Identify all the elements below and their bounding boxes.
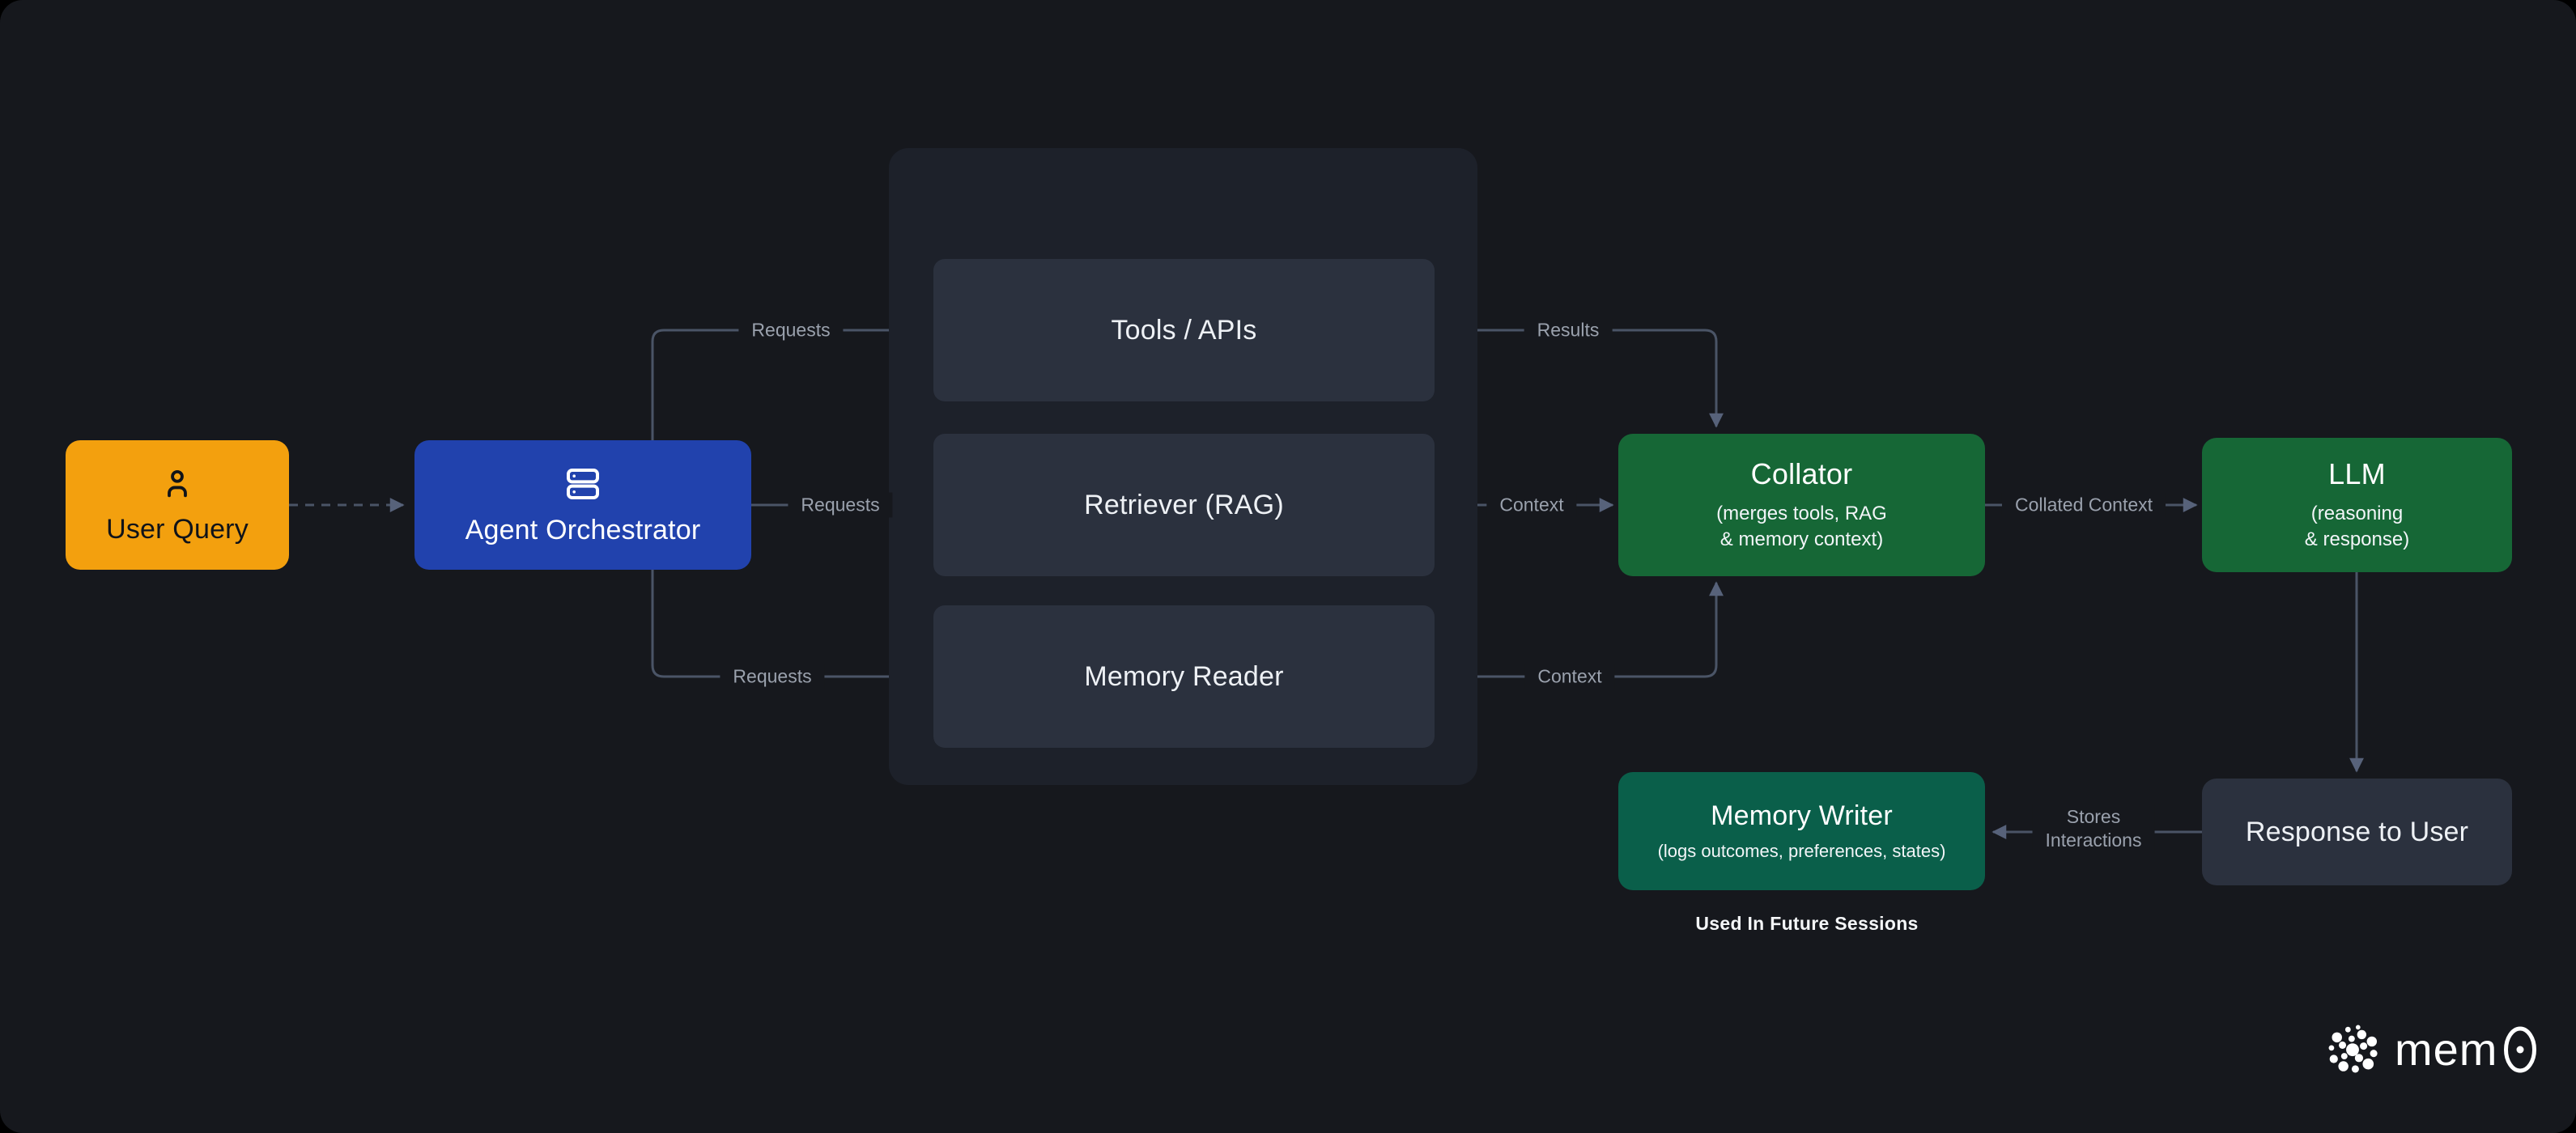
node-label: Tools / APIs (1111, 314, 1257, 346)
node-llm: LLM (reasoning & response) (2202, 438, 2512, 572)
node-label: Memory Writer (1711, 800, 1893, 831)
future-sessions-note: Used In Future Sessions (1695, 913, 1919, 934)
edge-orchestrator-tools (651, 323, 929, 440)
edge-label-results: Results (1524, 317, 1613, 343)
node-agent-orchestrator: Agent Orchestrator (414, 440, 751, 570)
node-user-query: User Query (66, 440, 289, 570)
info-sources-panel: Information Sources Tools / APIs Retriev… (889, 148, 1477, 785)
node-label: Agent Orchestrator (465, 514, 701, 545)
node-response-to-user: Response to User (2202, 779, 2512, 885)
edge-label-requests-top: Requests (738, 317, 844, 343)
server-stack-icon (567, 468, 599, 499)
node-label: Memory Reader (1084, 660, 1284, 692)
node-label: LLM (2328, 457, 2386, 490)
node-label: Collator (1750, 457, 1853, 490)
node-memory-writer: Memory Writer (logs outcomes, preference… (1618, 772, 1985, 890)
node-tools-apis: Tools / APIs (933, 259, 1435, 401)
node-label: Retriever (RAG) (1084, 489, 1284, 520)
node-collator: Collator (merges tools, RAG & memory con… (1618, 434, 1985, 576)
node-memory-reader: Memory Reader (933, 605, 1435, 748)
zero-glyph-icon (2504, 1026, 2537, 1073)
edge-label-stores-interactions: Stores Interactions (2032, 804, 2155, 854)
mem0-logo-icon (2328, 1025, 2378, 1073)
mem0-logo: mem (2325, 1021, 2539, 1076)
node-sublabel: (merges tools, RAG & memory context) (1716, 503, 1887, 550)
node-retriever-rag: Retriever (RAG) (933, 434, 1435, 576)
edge-label-requests-mid: Requests (788, 492, 893, 518)
node-sublabel: (logs outcomes, preferences, states) (1657, 840, 1946, 861)
edge-orchestrator-memoryreader (651, 570, 929, 684)
edge-label-context-bottom: Context (1524, 664, 1615, 690)
edge-label-requests-bottom: Requests (720, 664, 825, 690)
node-sublabel: (reasoning & response) (2304, 503, 2410, 550)
mem0-wordmark: mem (2395, 1023, 2539, 1076)
edge-label-context-mid: Context (1486, 492, 1577, 518)
node-label: Response to User (2245, 816, 2469, 847)
edge-label-collated-context: Collated Context (2001, 492, 2166, 518)
node-label: User Query (106, 513, 249, 545)
user-icon (168, 469, 187, 497)
